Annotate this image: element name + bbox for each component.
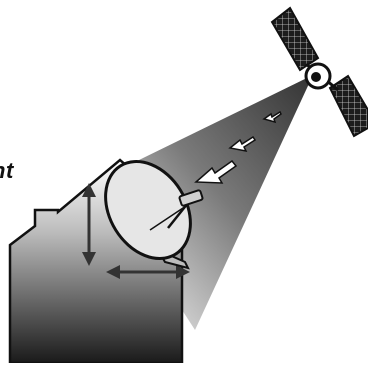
caption-text: nt xyxy=(0,158,14,184)
